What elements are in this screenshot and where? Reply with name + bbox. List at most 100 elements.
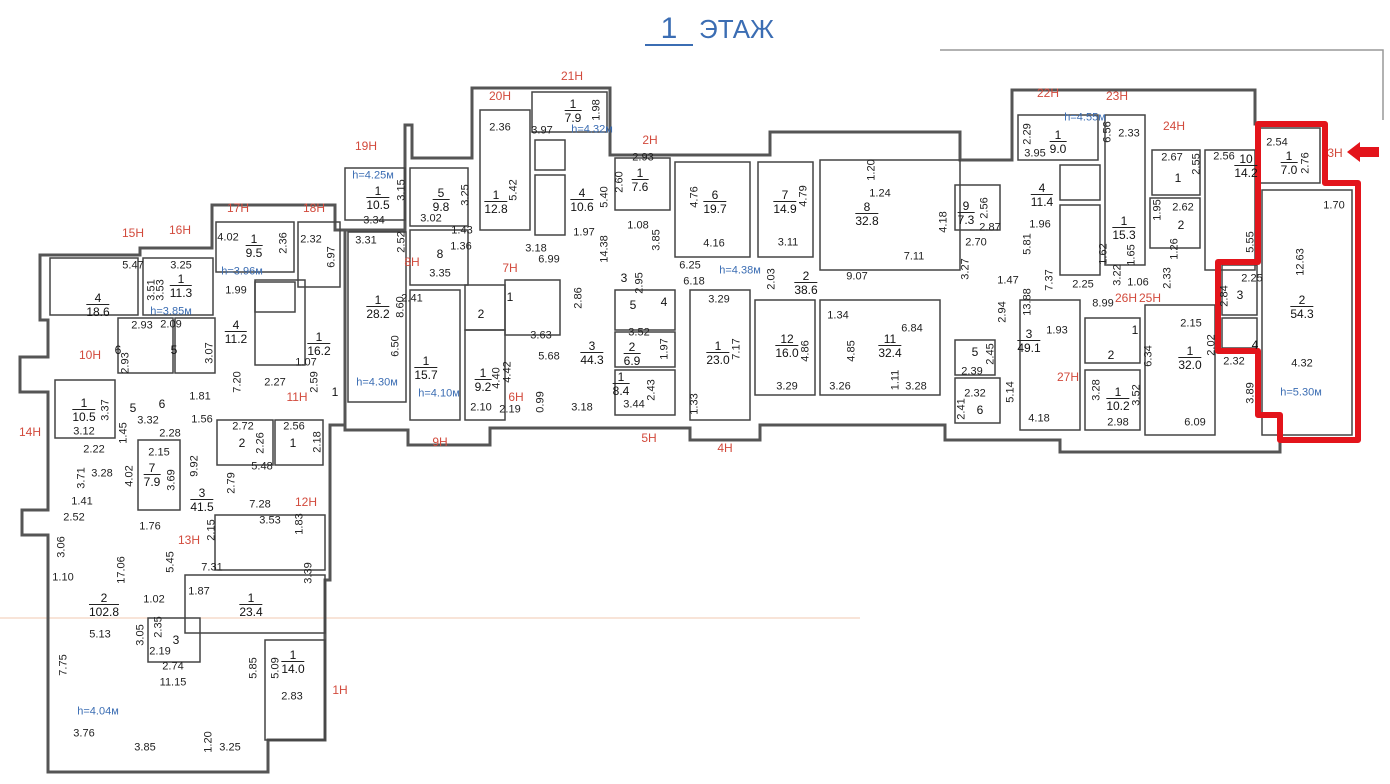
room-number: 1 — [506, 290, 514, 304]
dimension-label: 2.60 — [613, 171, 626, 193]
dimension-label: 2.36 — [277, 232, 290, 254]
dimension-label: 3.11 — [777, 236, 799, 249]
dimension-label: 1.26 — [1168, 238, 1181, 260]
dimension-label: 1.83 — [293, 513, 306, 535]
room-number: 5 — [629, 298, 637, 312]
room-number: 1 — [289, 436, 297, 450]
room-number: 8 — [436, 247, 444, 261]
dimension-label: 3.22 — [1111, 264, 1124, 286]
dimension-label: 2.26 — [254, 432, 267, 454]
entrance-label: 25Н — [1138, 291, 1162, 305]
dimension-label: 7.37 — [1043, 269, 1056, 291]
dimension-label: 2.29 — [1021, 123, 1034, 145]
dimension-label: 3.28 — [1090, 379, 1103, 401]
dimension-label: 14.38 — [598, 235, 611, 263]
room-number: 3 — [588, 339, 596, 353]
dimension-label: 6.34 — [1142, 345, 1155, 367]
dimension-label: 3.34 — [363, 214, 385, 227]
highlighted-unit-3h-outline[interactable] — [1215, 121, 1361, 443]
dimension-label: 4.32 — [1291, 357, 1313, 370]
entrance-arrow-icon — [1347, 142, 1379, 162]
room-number: 4 — [660, 295, 668, 309]
ceiling-height-label: h=4.55м — [1064, 111, 1106, 124]
room-area: 9.2 — [474, 379, 492, 394]
ceiling-height-label: h=3.96м — [221, 265, 263, 278]
room-number: 4 — [232, 318, 240, 332]
dimension-label: 3.02 — [420, 212, 442, 225]
dimension-label: 2.54 — [1266, 136, 1288, 149]
room-label: 1 — [330, 386, 341, 398]
dimension-label: 3.28 — [91, 467, 113, 480]
room-label: 6 — [157, 398, 168, 410]
dimension-label: 11.15 — [159, 676, 187, 689]
dimension-label: 3.52 — [628, 326, 650, 339]
room-area: 16.0 — [775, 345, 799, 360]
room-area: 7.9 — [564, 110, 582, 125]
room-label: 6 — [113, 344, 124, 356]
dimension-label: 3.85 — [650, 229, 663, 251]
dimension-label: 2.52 — [63, 511, 85, 524]
dimension-label: 3.53 — [154, 279, 167, 301]
room-label: 2 — [476, 308, 487, 320]
room-number: 1 — [422, 354, 430, 368]
dimension-label: 6.84 — [901, 322, 923, 335]
dimension-label: 4.02 — [123, 465, 136, 487]
room-label: 1 — [288, 437, 299, 449]
dimension-label: 2.76 — [1299, 152, 1312, 174]
room-area: 19.7 — [703, 201, 727, 216]
dimension-label: 2.87 — [979, 221, 1001, 234]
room-area: 14.9 — [773, 201, 797, 216]
ceiling-height-label: h=4.10м — [418, 387, 460, 400]
dimension-label: 2.15 — [148, 446, 170, 459]
dimension-label: 1.97 — [658, 338, 671, 360]
room-number: 1 — [374, 184, 382, 198]
room-area: 41.5 — [190, 499, 214, 514]
dimension-label: 3.25 — [170, 259, 192, 272]
dimension-label: 1.20 — [865, 159, 878, 181]
dimension-label: 12.63 — [1294, 248, 1307, 276]
dimension-label: 2.94 — [996, 301, 1009, 323]
entrance-label: 13Н — [177, 533, 201, 547]
dimension-label: 3.27 — [959, 258, 972, 280]
dimension-label: 2.22 — [83, 443, 105, 456]
room-area: 23.0 — [706, 352, 730, 367]
room-number: 7 — [148, 461, 156, 475]
room-number: 1 — [479, 366, 487, 380]
dimension-label: 2.84 — [1218, 285, 1231, 307]
room-label: 4 — [659, 296, 670, 308]
dimension-label: 4.02 — [217, 231, 239, 244]
room-area: 6.9 — [623, 353, 641, 368]
dimension-label: 2.03 — [765, 268, 778, 290]
dimension-label: 4.42 — [501, 361, 514, 383]
dimension-label: 2.95 — [633, 272, 646, 294]
entrance-label: 17Н — [226, 201, 250, 215]
dimension-label: 2.18 — [311, 431, 324, 453]
entrance-label: 23Н — [1105, 89, 1129, 103]
dimension-label: 3.95 — [1024, 147, 1046, 160]
room-number: 4 — [1038, 181, 1046, 195]
dimension-label: 1.10 — [52, 571, 74, 584]
room-number: 3 — [1236, 288, 1244, 302]
dimension-label: 3.07 — [203, 342, 216, 364]
room-area: 11.3 — [169, 285, 193, 300]
entrance-label: 8Н — [404, 255, 420, 269]
room-number: 10 — [1239, 152, 1253, 166]
dimension-label: 2.32 — [1223, 355, 1245, 368]
dimension-label: 6.09 — [1184, 416, 1206, 429]
dimension-label: 3.52 — [1130, 384, 1143, 406]
dimension-label: 6.50 — [389, 335, 402, 357]
dimension-label: 1.47 — [997, 274, 1019, 287]
dimension-label: 8.99 — [1092, 297, 1114, 310]
room-label: 4 — [1250, 339, 1261, 351]
